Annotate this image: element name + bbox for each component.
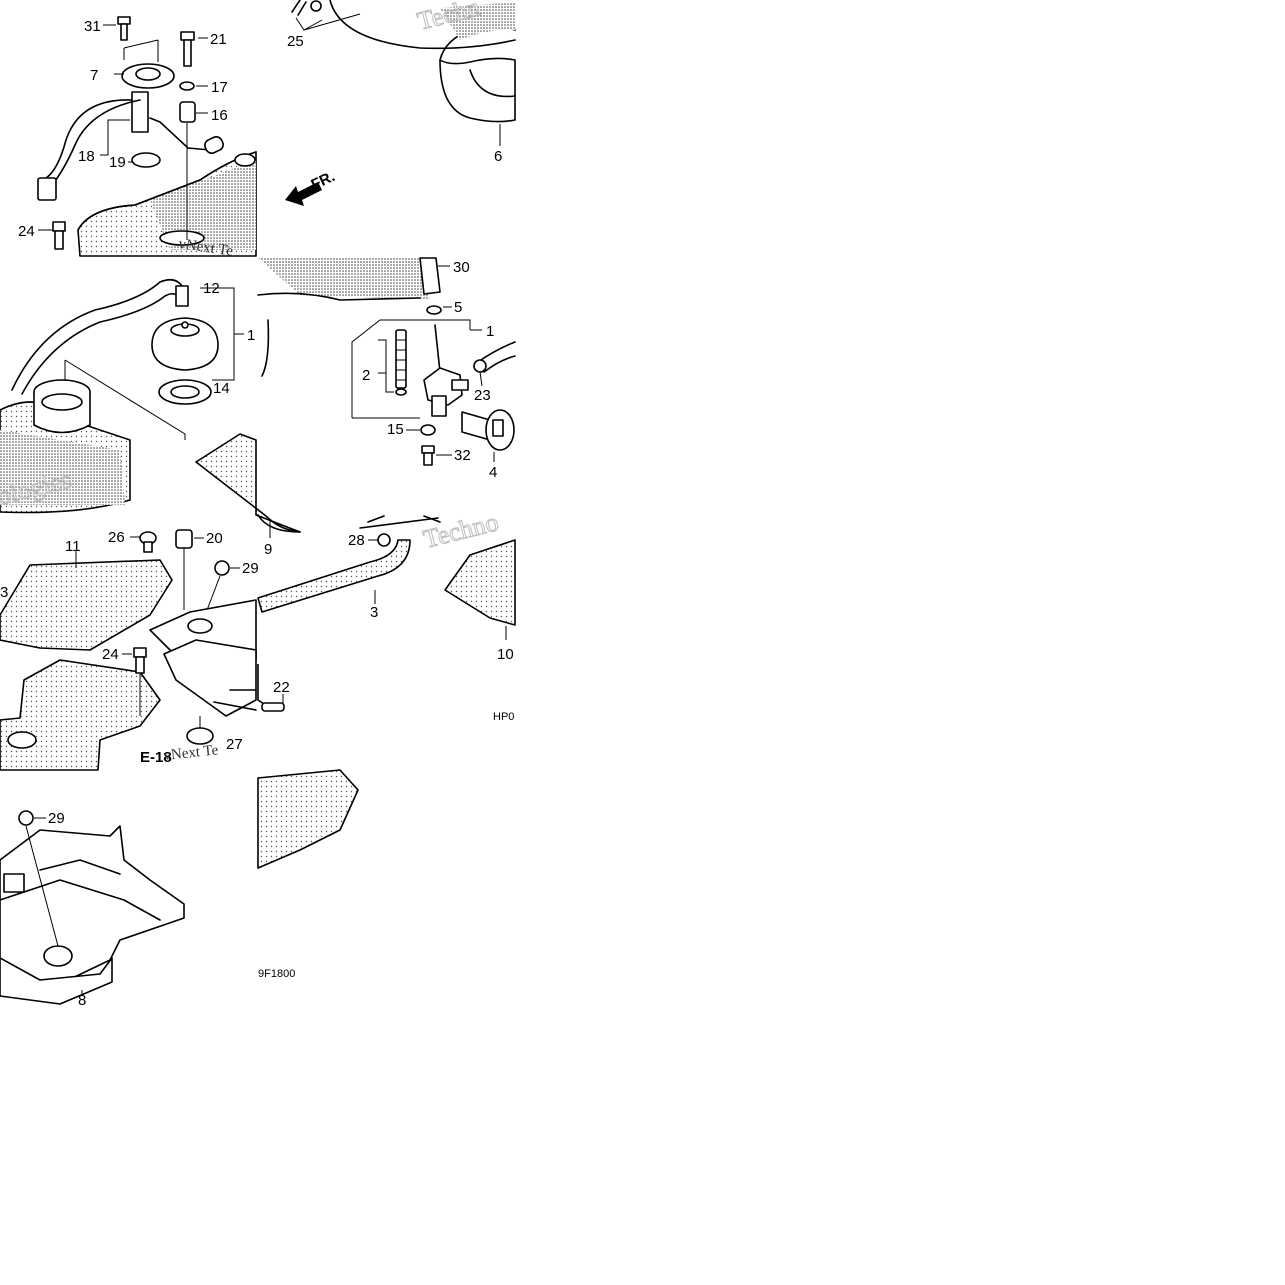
callout-20: 20 [206, 530, 223, 547]
callout-9: 9 [264, 541, 272, 558]
callout-24: 24 [102, 646, 119, 663]
watermark: vNext Te [177, 236, 234, 260]
front-direction-arrow [285, 182, 322, 206]
callout-17: 17 [211, 79, 228, 96]
seal-19 [131, 152, 161, 168]
callout-11: 11 [65, 538, 81, 555]
callout-30: 30 [453, 259, 470, 276]
fuel-hose-3 [257, 539, 411, 613]
callout-7: 7 [90, 67, 98, 84]
tile-fuel-pump: 31 21 7 17 16 18 19 24 vNext Te [18, 16, 257, 260]
callout-6: 6 [494, 148, 502, 165]
callout-18: 18 [78, 148, 95, 165]
diagram-code: 9F1800 [258, 968, 295, 980]
tile-tank-shell: FR. 25 6 Techn [285, 0, 516, 206]
mat-11 [0, 559, 173, 651]
tile-fuel-valve: 30 5 1 2 23 15 32 4 9 [257, 257, 516, 558]
tile-fuel-hose: 28 3 10 22 HP0 Techno [257, 507, 516, 723]
callout-3: 3 [370, 604, 378, 621]
callout-15: 15 [387, 421, 404, 438]
callout-31: 31 [84, 18, 101, 35]
mat-10 [444, 539, 516, 626]
callout-29: 29 [242, 560, 259, 577]
diagram-code: HP0 [493, 711, 514, 723]
callout-3: 3 [0, 584, 8, 601]
fuel-pump-18 [131, 91, 149, 133]
callout-16: 16 [211, 107, 228, 124]
callout-1: 1 [486, 323, 494, 340]
tile-floor-mats: 11 26 20 29 3 24 27 E-18 vNext Te [0, 529, 259, 771]
callout-10: 10 [497, 646, 514, 663]
callout-29: 29 [48, 810, 65, 827]
bolt-31 [117, 16, 131, 41]
callout-26: 26 [108, 529, 125, 546]
front-direction-label: FR. [309, 168, 338, 194]
callout-28: 28 [348, 532, 365, 549]
reference-label: E-18 [140, 749, 172, 766]
callout-27: 27 [226, 736, 243, 753]
callout-32: 32 [454, 447, 471, 464]
callout-4: 4 [489, 464, 497, 481]
callout-2: 2 [362, 367, 370, 384]
callout-1: 1 [247, 327, 255, 344]
callout-8: 8 [78, 992, 86, 1009]
tile-frame-bracket: 29 8 [0, 810, 185, 1009]
callout-25: 25 [287, 33, 304, 50]
watermark: Techno [420, 507, 501, 554]
tile-filler-cap: 12 1 14 ologies [0, 278, 301, 538]
callout-21: 21 [210, 31, 227, 48]
callout-24: 24 [18, 223, 35, 240]
callout-5: 5 [454, 299, 462, 316]
tile-rear-mat: 9F1800 [257, 769, 359, 980]
callout-22: 22 [273, 679, 290, 696]
mat-9 [195, 433, 301, 533]
callout-12: 12 [203, 280, 220, 297]
callout-23: 23 [474, 387, 491, 404]
callout-19: 19 [109, 154, 126, 171]
watermark: vNext Te [163, 742, 220, 764]
callout-14: 14 [213, 380, 230, 397]
filler-cap-1 [151, 317, 219, 371]
